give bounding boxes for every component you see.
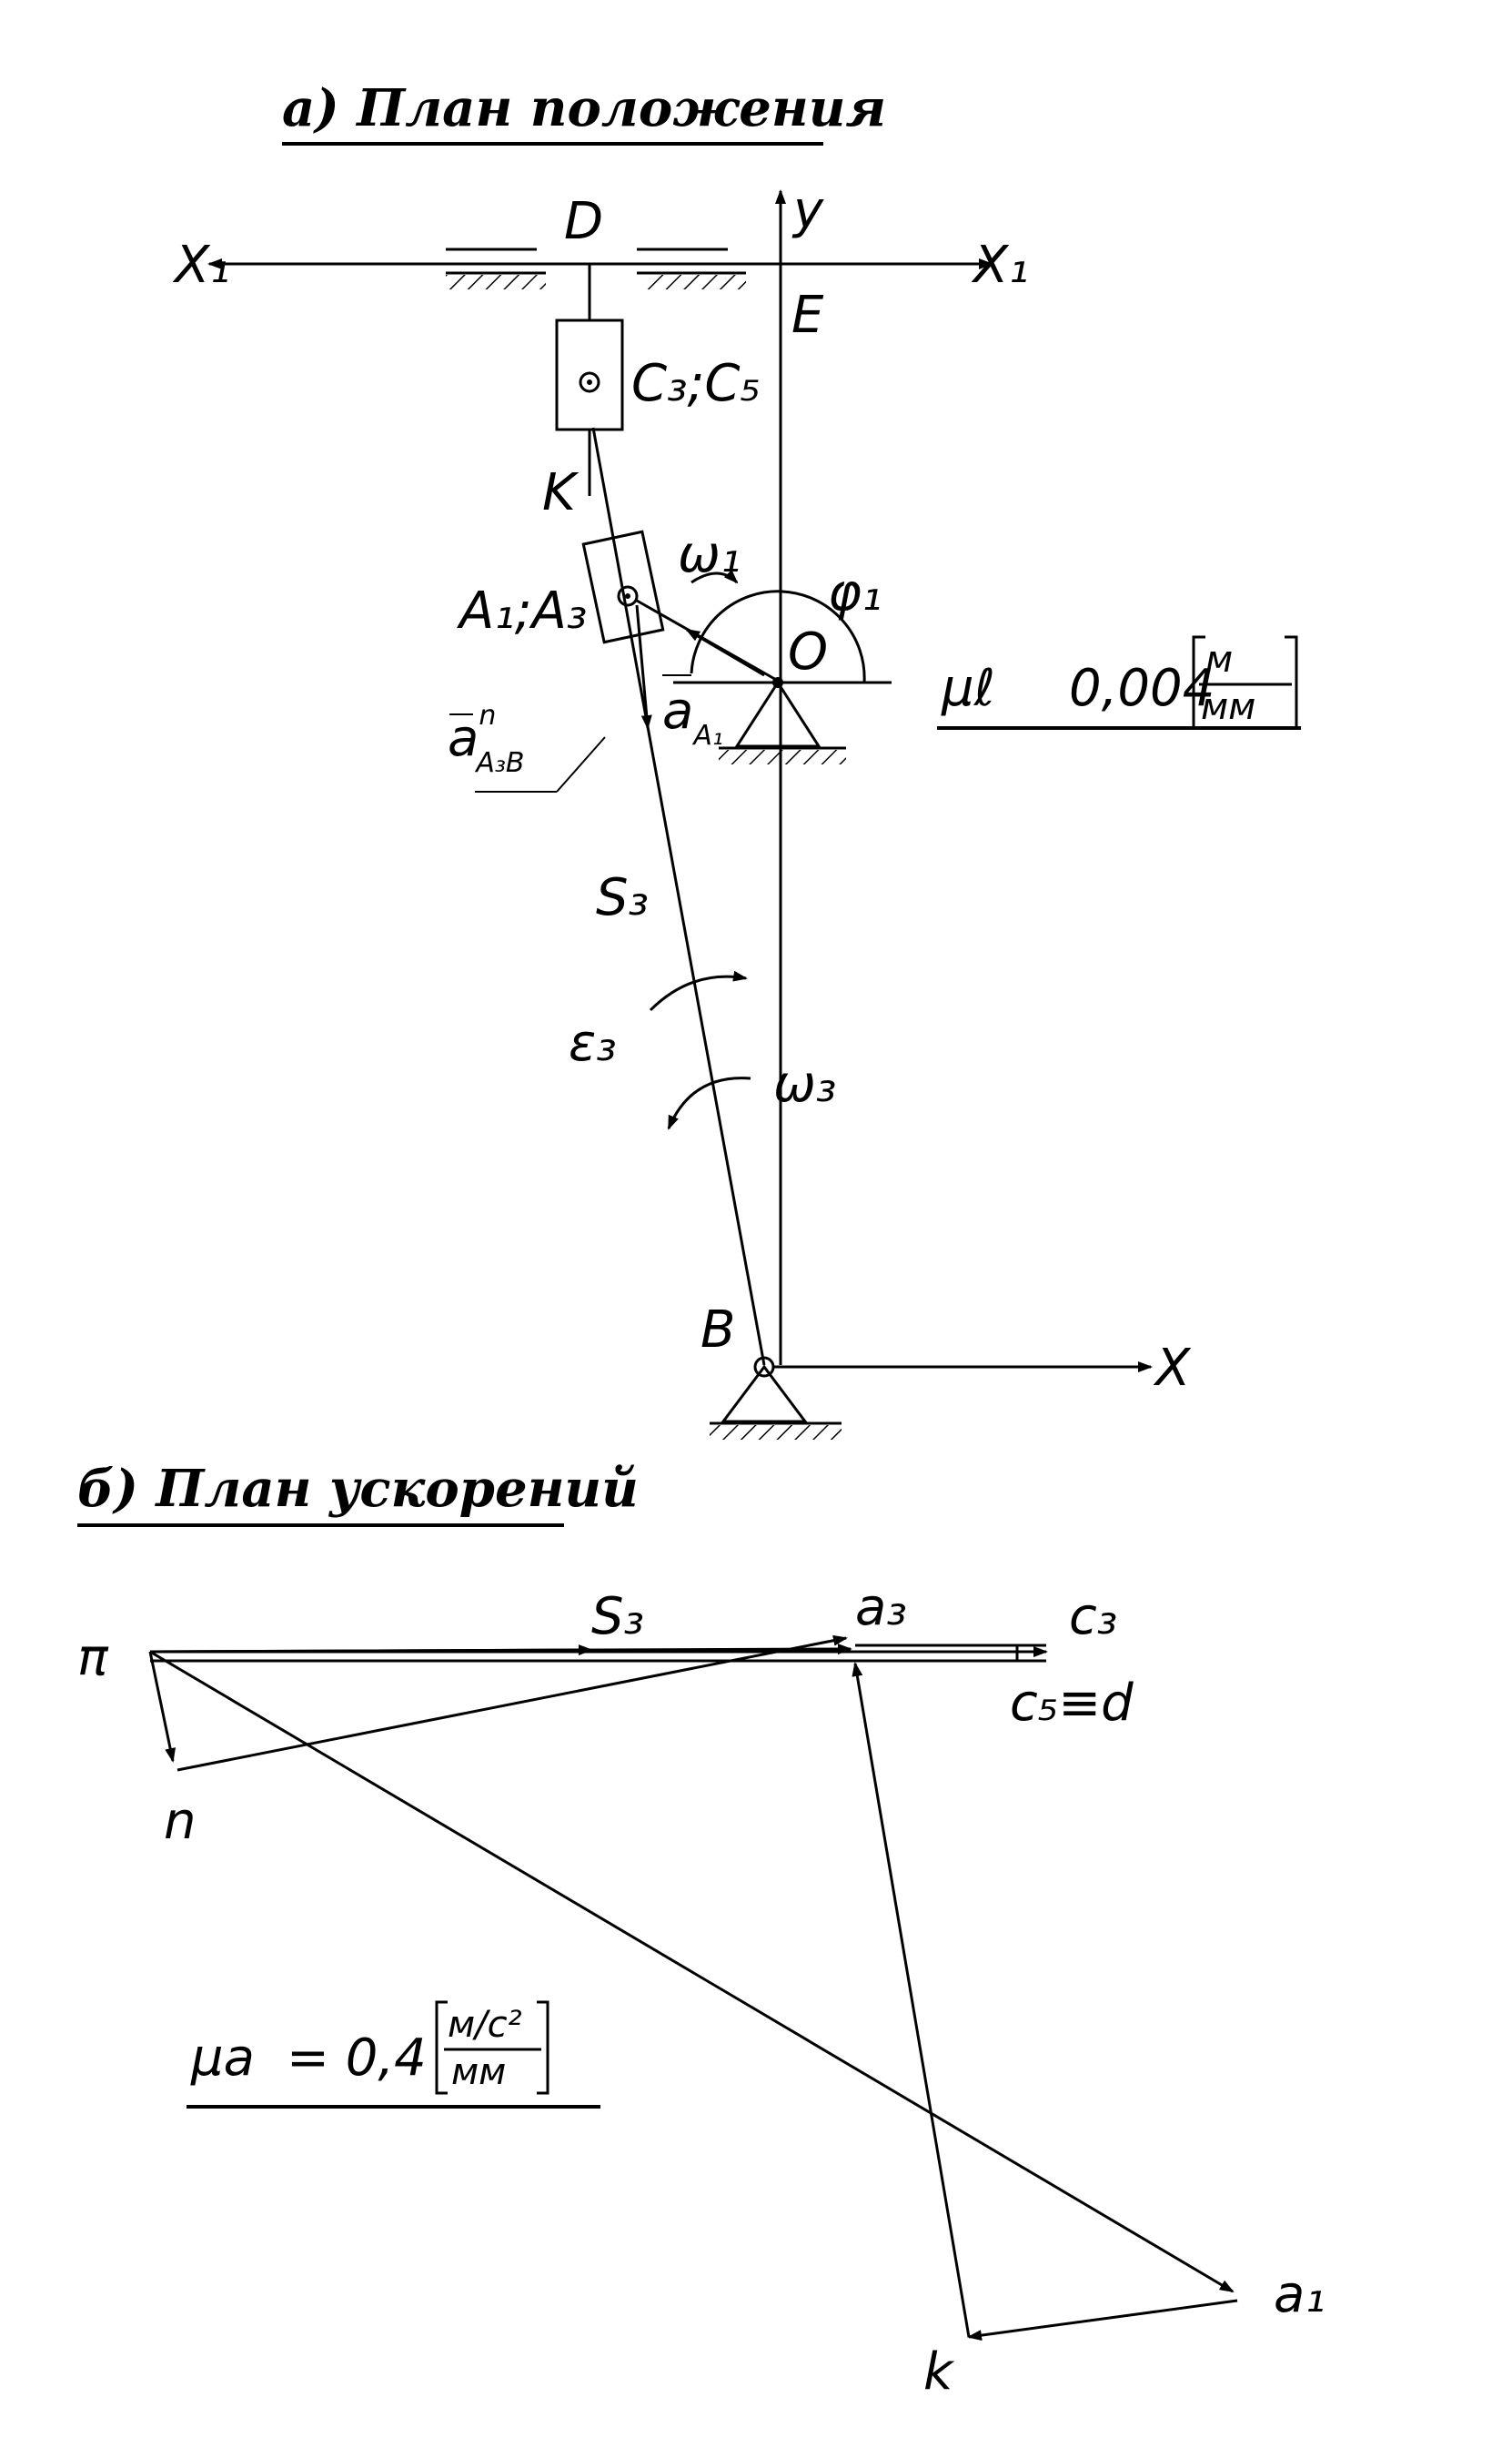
accel-scale-unit-den: мм <box>451 2051 506 2093</box>
length-scale-mu: μℓ <box>941 659 995 718</box>
eps3-arrow <box>649 970 748 1012</box>
point-d-label: D <box>564 192 603 251</box>
slider-a1-a3 <box>581 530 665 644</box>
accel-k-label: k <box>923 2342 955 2402</box>
joint-c <box>579 371 600 393</box>
vector-pi-a1 <box>149 1650 1235 2293</box>
vector-a1-k <box>967 2299 1238 2342</box>
vector-pi-s3 <box>149 1644 593 1656</box>
acceleration-plan: б) План ускорений π n S₃ a₃ c₃ c₅≡d k a₁… <box>77 1459 1326 2402</box>
a-n-leader <box>556 736 606 793</box>
slide-guide-right <box>637 248 746 289</box>
omega3-label: ω₃ <box>773 1055 836 1114</box>
point-k-label: K <box>542 463 580 522</box>
accel-a1-label: a₁ <box>1274 2265 1326 2324</box>
c3-c5-label: C₃;C₅ <box>631 354 761 413</box>
support-b <box>721 1364 808 1423</box>
slider-c3-c5 <box>555 319 624 431</box>
x1-right-label: X₁ <box>971 236 1029 295</box>
point-b-label: B <box>701 1300 735 1360</box>
length-scale: μℓ 0,004 м мм <box>937 635 1301 730</box>
length-scale-value: 0,004 <box>1069 659 1215 718</box>
phi1-arc <box>690 590 866 683</box>
accel-scale-bracket-left <box>435 2000 448 2095</box>
slide-guide-left <box>446 248 546 289</box>
length-scale-unit-num: м <box>1205 639 1233 681</box>
accel-a-n-vector <box>635 604 652 730</box>
a1-a3-label: A₁;A₃ <box>457 582 587 641</box>
joint-a <box>617 585 639 607</box>
accel-s3-label: S₃ <box>591 1587 644 1646</box>
support-o <box>734 680 822 748</box>
accel-c5-d-label: c₅≡d <box>1010 1674 1134 1733</box>
accel-scale-mu: μa <box>190 2028 255 2088</box>
vector-k-a3 <box>852 1662 971 2338</box>
accel-scale-bracket-right <box>537 2000 549 2095</box>
x-axis-label: X <box>1153 1339 1192 1398</box>
accel-pi-label: π <box>77 1628 109 1687</box>
joint-a-center <box>625 593 630 599</box>
y-axis-label: y <box>791 181 824 240</box>
length-scale-bracket-right <box>1285 635 1298 730</box>
eps3-label: ε₃ <box>569 1014 617 1073</box>
accel-scale: μa = 0,4 м/с² мм <box>186 2000 600 2109</box>
s3-label: S₃ <box>596 868 649 927</box>
point-o-label: O <box>788 622 828 682</box>
a-a1-label: aA₁ <box>662 682 723 752</box>
phi1-label: φ₁ <box>828 563 882 622</box>
length-scale-unit-den: мм <box>1201 686 1255 728</box>
x1-left-label: X₁ <box>172 236 230 295</box>
support-o-hatch <box>719 750 846 764</box>
acceleration-plan-title: б) План ускорений <box>77 1459 639 1519</box>
accel-a-a1-vector <box>685 628 765 677</box>
accel-a3-label: a₃ <box>855 1578 907 1637</box>
vector-n-a3 <box>176 1634 848 1772</box>
omega1-arrow <box>690 569 739 584</box>
position-plan-title: а) План положения <box>282 78 886 138</box>
support-b-hatch <box>710 1425 842 1440</box>
point-e-label: E <box>791 286 824 345</box>
link-3-rocker <box>591 427 766 1366</box>
accel-n-label: n <box>164 1792 197 1851</box>
accel-scale-unit-num: м/с² <box>448 2004 522 2046</box>
accel-c3-label: c₃ <box>1069 1587 1117 1646</box>
omega3-arrow <box>667 1077 751 1130</box>
position-plan: а) План положения X₁ X₁ D y E C₃;C₅ <box>172 78 1301 1440</box>
vector-pi-n <box>148 1651 176 1763</box>
joint-c-center <box>587 379 592 385</box>
accel-scale-value: = 0,4 <box>287 2028 427 2088</box>
